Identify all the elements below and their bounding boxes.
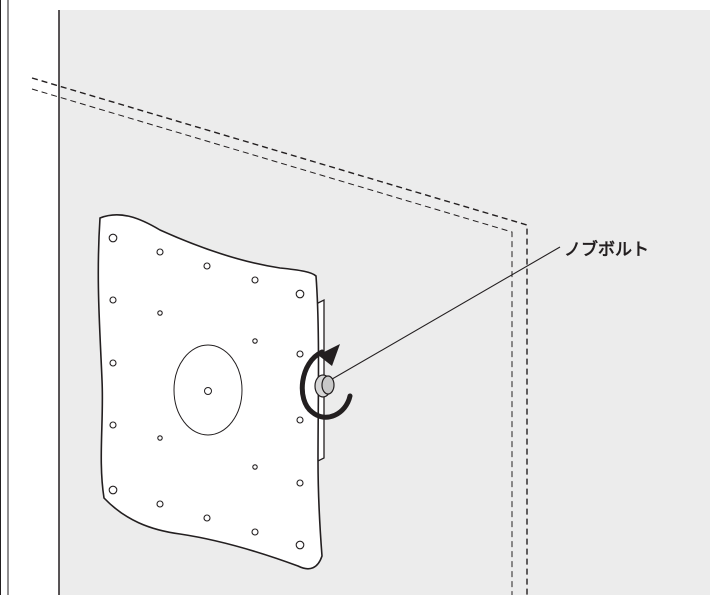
hole [295,289,305,299]
hole [108,485,118,495]
hole [295,540,305,550]
callout-leader-line [326,246,561,383]
tv-outline-outer [31,77,528,595]
hole [251,276,259,284]
hole [156,500,164,508]
callout-label: ノブボルト [564,239,649,260]
knob-bolt-face [321,375,335,395]
hole [157,435,163,441]
hole [296,350,304,358]
mount-holes [108,233,305,550]
hole [252,464,258,470]
hole [203,514,211,522]
center-hole [204,387,212,395]
hole [109,421,117,429]
hole [203,262,211,270]
tv-outline-dashed [31,77,528,595]
hole [157,310,163,316]
hole [296,416,304,424]
hole [156,248,164,256]
hole [252,338,258,344]
hole [109,359,117,367]
tv-outline-inner [31,88,513,595]
hole [296,479,304,487]
center-circle [173,344,243,436]
hole [109,296,117,304]
hole [108,233,118,243]
hole [251,528,259,536]
knob-bolt [314,374,335,398]
clockwise-arrow-icon [299,344,353,420]
